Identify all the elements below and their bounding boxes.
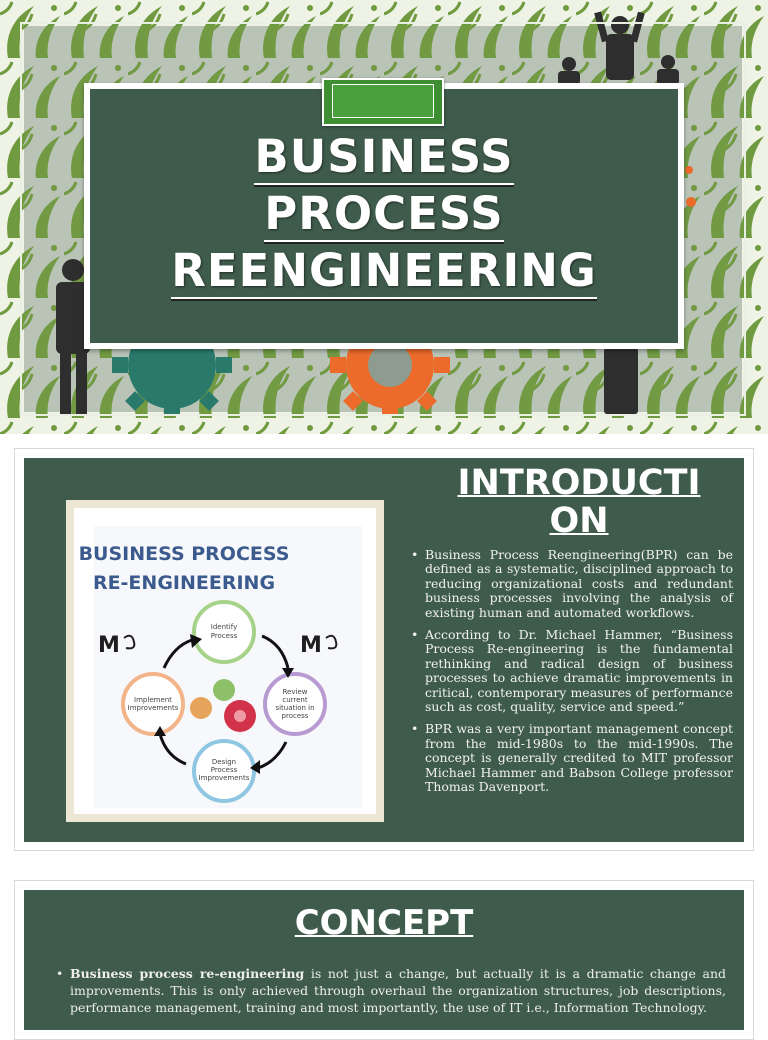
slide-panel: BUSINESS PROCESS RE-ENGINEERING M M Iden… (24, 458, 744, 842)
introduction-bullet-list: Business Process Reengineering(BPR) can … (411, 547, 733, 803)
svg-text:current: current (282, 696, 308, 704)
section-heading-introduction: INTRODUCTI ON (457, 463, 701, 541)
page-title: BUSINESS PROCESS REENGINEERING (90, 128, 678, 299)
section-heading-concept: CONCEPT (294, 903, 474, 943)
svg-text:Identify: Identify (211, 623, 237, 631)
svg-text:Review: Review (283, 688, 308, 696)
title-tab-decoration (322, 78, 444, 126)
title-card (84, 83, 684, 349)
slide-panel: CONCEPT Business process re-engineering … (24, 890, 744, 1039)
title-line-2: PROCESS (264, 187, 504, 242)
logo-left-icon: M (98, 633, 136, 658)
bullet-item: According to Dr. Michael Hammer, “Busine… (411, 627, 733, 714)
title-slide: BUSINESS PROCESS REENGINEERING (0, 0, 768, 434)
bullet-item: Business Process Reengineering(BPR) can … (411, 547, 733, 620)
title-line-3: REENGINEERING (171, 244, 597, 299)
cycle-arrows (158, 634, 290, 770)
bullet-text: is not just a change, but actually it is… (70, 966, 726, 1015)
svg-text:Process: Process (211, 632, 238, 640)
image-placeholder-strip (152, 1030, 664, 1039)
svg-text:Design: Design (212, 758, 236, 766)
concept-slide: CONCEPT Business process re-engineering … (14, 880, 754, 1040)
center-gears-icon (190, 679, 256, 732)
bullet-item: Business process re-engineering is not j… (56, 966, 726, 1016)
title-line-1: BUSINESS (254, 130, 514, 185)
svg-text:situation in: situation in (275, 704, 314, 712)
bpr-diagram: BUSINESS PROCESS RE-ENGINEERING M M Iden… (74, 508, 376, 814)
diagram-title-line-2: RE-ENGINEERING (93, 572, 275, 594)
decorative-frame (20, 22, 746, 416)
svg-text:Process: Process (211, 766, 238, 774)
svg-text:Improvements: Improvements (199, 774, 250, 782)
bullet-bold-term: Business process re-engineering (70, 966, 305, 981)
svg-text:M: M (98, 633, 120, 658)
svg-text:Improvements: Improvements (128, 704, 179, 712)
svg-text:Implement: Implement (134, 696, 172, 704)
svg-text:process: process (282, 712, 309, 720)
svg-text:M: M (300, 633, 322, 658)
bpr-diagram-frame: BUSINESS PROCESS RE-ENGINEERING M M Iden… (66, 500, 384, 822)
bullet-item: BPR was a very important management conc… (411, 722, 733, 794)
introduction-slide: BUSINESS PROCESS RE-ENGINEERING M M Iden… (14, 448, 754, 851)
concept-bullet-list: Business process re-engineering is not j… (56, 966, 726, 1024)
diagram-title-line-1: BUSINESS PROCESS (79, 543, 290, 565)
logo-right-icon: M (300, 633, 338, 658)
businessman-silhouette-icon (56, 11, 679, 414)
